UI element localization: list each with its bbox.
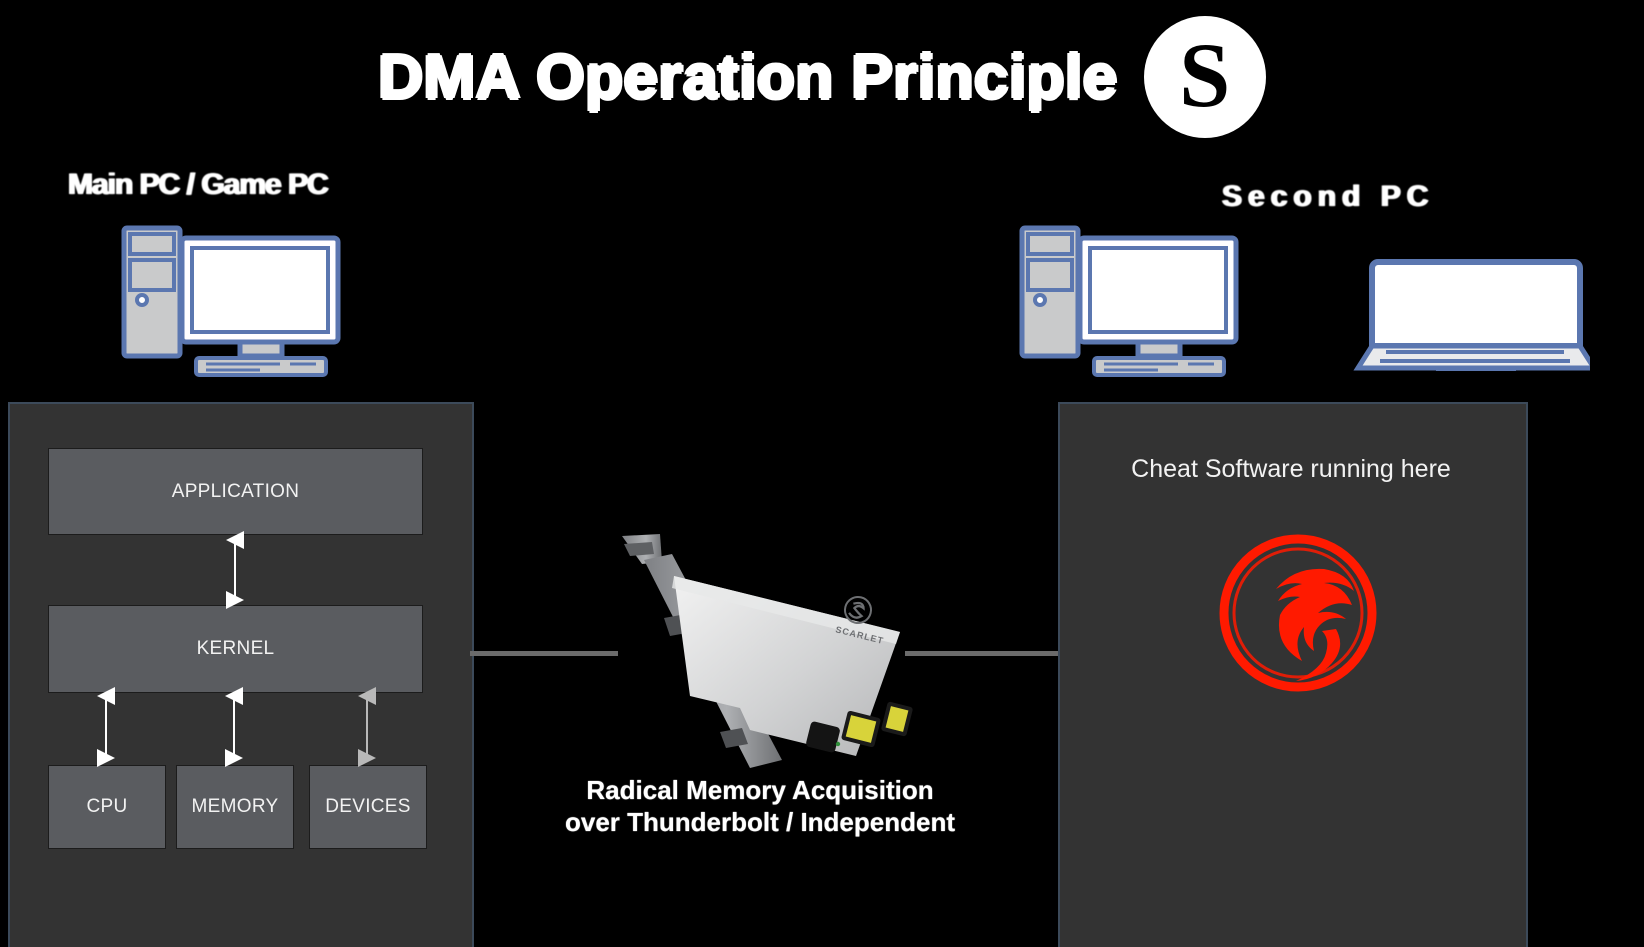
block-devices: DEVICES bbox=[309, 765, 427, 849]
scarlet-logo-glyph: S bbox=[1179, 24, 1231, 127]
red-dragon-logo bbox=[1219, 534, 1377, 692]
arrow-kernel-cpu bbox=[97, 687, 115, 767]
block-memory: MEMORY bbox=[176, 765, 294, 849]
block-kernel: KERNEL bbox=[48, 605, 423, 693]
desktop-pc-icon-secondary bbox=[1019, 225, 1239, 377]
block-application: APPLICATION bbox=[48, 448, 423, 535]
page-title: DMA Operation Principle bbox=[378, 42, 1118, 112]
bus-line-right bbox=[905, 651, 1058, 656]
bus-line-left bbox=[470, 651, 618, 656]
left-machine-label: Main PC / Game PC bbox=[68, 168, 329, 201]
dma-card-caption: Radical Memory Acquisition over Thunderb… bbox=[470, 775, 1050, 838]
arrow-application-kernel bbox=[226, 531, 244, 609]
cheat-software-heading: Cheat Software running here bbox=[1131, 455, 1451, 483]
dma-caption-line-2: over Thunderbolt / Independent bbox=[565, 806, 955, 837]
right-machine-label: Second PC bbox=[1222, 180, 1435, 213]
dma-caption-line-1: Radical Memory Acquisition bbox=[586, 775, 934, 805]
arrow-kernel-memory bbox=[225, 687, 243, 767]
diagram-title-row: DMA Operation Principle S bbox=[0, 16, 1644, 138]
laptop-icon bbox=[1353, 259, 1590, 371]
dma-pcie-card: SCARLET bbox=[622, 534, 913, 768]
desktop-pc-icon bbox=[121, 225, 341, 377]
block-cpu: CPU bbox=[48, 765, 166, 849]
scarlet-circle-logo: S bbox=[1143, 16, 1266, 138]
arrow-kernel-devices bbox=[358, 687, 376, 767]
second-pc-panel bbox=[1058, 402, 1528, 947]
